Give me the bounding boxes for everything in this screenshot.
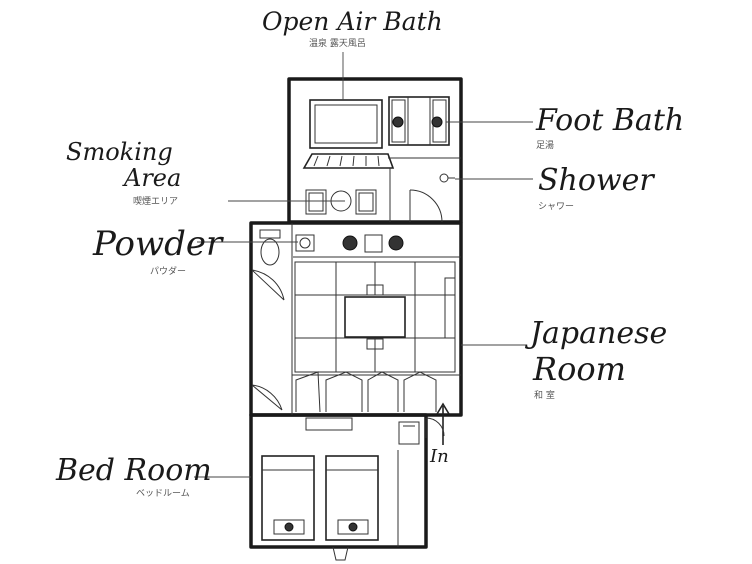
open-air-bath-label: Open Air Bath xyxy=(262,7,443,36)
open-air-bath-sublabel: 温泉 露天風呂 xyxy=(309,37,366,49)
entrance-arrow xyxy=(436,402,450,445)
foot-bath-sublabel: 足湯 xyxy=(536,140,554,151)
foot-bath-tubs xyxy=(388,96,450,146)
bath-steps xyxy=(302,153,461,169)
japanese-room-label-line2: Room xyxy=(532,350,626,388)
bed-room-window xyxy=(332,546,349,561)
smoking-area-label-line2: Area xyxy=(122,164,181,192)
bath-door xyxy=(389,168,443,223)
shower-label: Shower xyxy=(538,163,655,198)
bed-room-shelf xyxy=(305,417,353,431)
powder-label: Powder xyxy=(92,224,224,264)
wardrobe xyxy=(398,421,420,445)
japanese-room-walls xyxy=(249,221,463,417)
open-air-bath-tub xyxy=(309,99,383,149)
smoking-area-furniture xyxy=(305,189,377,215)
bed-room-sublabel: ベッドルーム xyxy=(136,488,190,499)
tokonoma-alcove xyxy=(444,277,456,339)
bed-right xyxy=(325,455,379,541)
entrance-label: In xyxy=(429,446,449,467)
powder-vanity xyxy=(293,234,461,258)
japanese-room-label-line1: Japanese xyxy=(524,316,667,351)
smoking-area-sublabel: 喫煙エリア xyxy=(133,195,178,207)
bed-left xyxy=(261,455,315,541)
shower-head xyxy=(439,173,455,183)
smoking-area-label-line1: Smoking xyxy=(66,138,173,166)
entrance-door xyxy=(425,417,445,438)
powder-doors xyxy=(251,269,285,411)
tatami-grid xyxy=(294,261,456,373)
low-table xyxy=(344,284,406,350)
sliding-doors xyxy=(292,371,461,413)
toilet xyxy=(259,229,281,266)
bed-room-walls xyxy=(249,413,428,549)
bed-room-label: Bed Room xyxy=(55,453,212,488)
foot-bath-label: Foot Bath xyxy=(535,103,684,138)
japanese-room-sublabel: 和 室 xyxy=(534,389,555,401)
shower-sublabel: シャワー xyxy=(538,202,574,212)
powder-sublabel: パウダー xyxy=(150,265,186,277)
